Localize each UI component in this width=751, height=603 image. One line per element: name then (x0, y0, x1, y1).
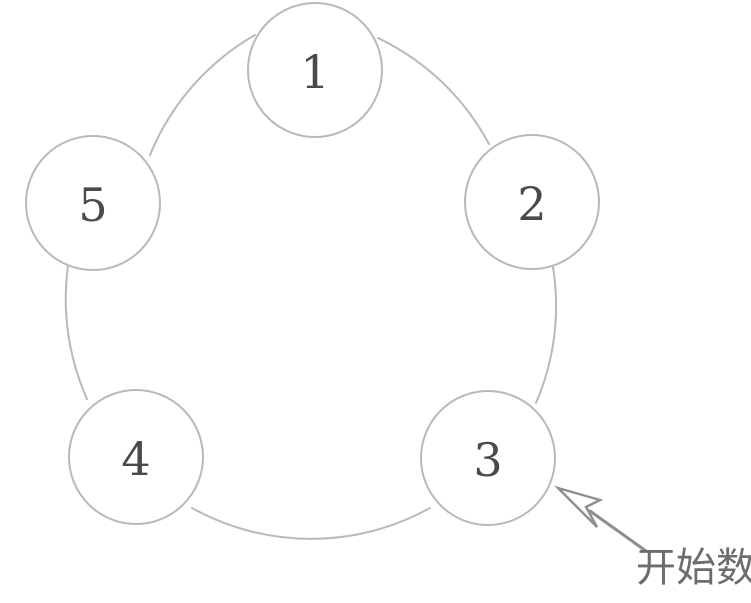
node-3-circle[interactable] (420, 390, 556, 526)
node-5[interactable]: 5 (25, 135, 161, 271)
node-5-label: 5 (78, 178, 107, 232)
node-2-label: 2 (517, 177, 546, 231)
node-1-circle[interactable] (247, 2, 383, 138)
start-pointer-arrow (553, 485, 648, 553)
node-4[interactable]: 4 (68, 389, 204, 525)
arrow-head-icon (553, 485, 604, 528)
link-arc-1-to-2 (377, 37, 490, 145)
link-arc-4-to-5 (64, 265, 88, 400)
node-4-circle[interactable] (68, 389, 204, 525)
node-1[interactable]: 1 (247, 2, 383, 138)
node-3-label: 3 (473, 433, 502, 487)
node-3[interactable]: 3 (420, 390, 556, 526)
pointer-shaft (588, 509, 648, 553)
start-count-annotation: 开始数 (636, 545, 751, 591)
node-1-label: 1 (300, 45, 329, 99)
link-group (64, 34, 558, 540)
node-5-circle[interactable] (25, 135, 161, 271)
link-arc-5-to-1 (149, 34, 256, 156)
node-2[interactable]: 2 (464, 134, 600, 270)
node-group: 1 2 3 4 5 (25, 2, 600, 526)
link-arc-2-to-3 (535, 266, 558, 404)
link-arc-3-to-4 (191, 507, 431, 540)
node-2-circle[interactable] (464, 134, 600, 270)
node-4-label: 4 (121, 432, 150, 486)
